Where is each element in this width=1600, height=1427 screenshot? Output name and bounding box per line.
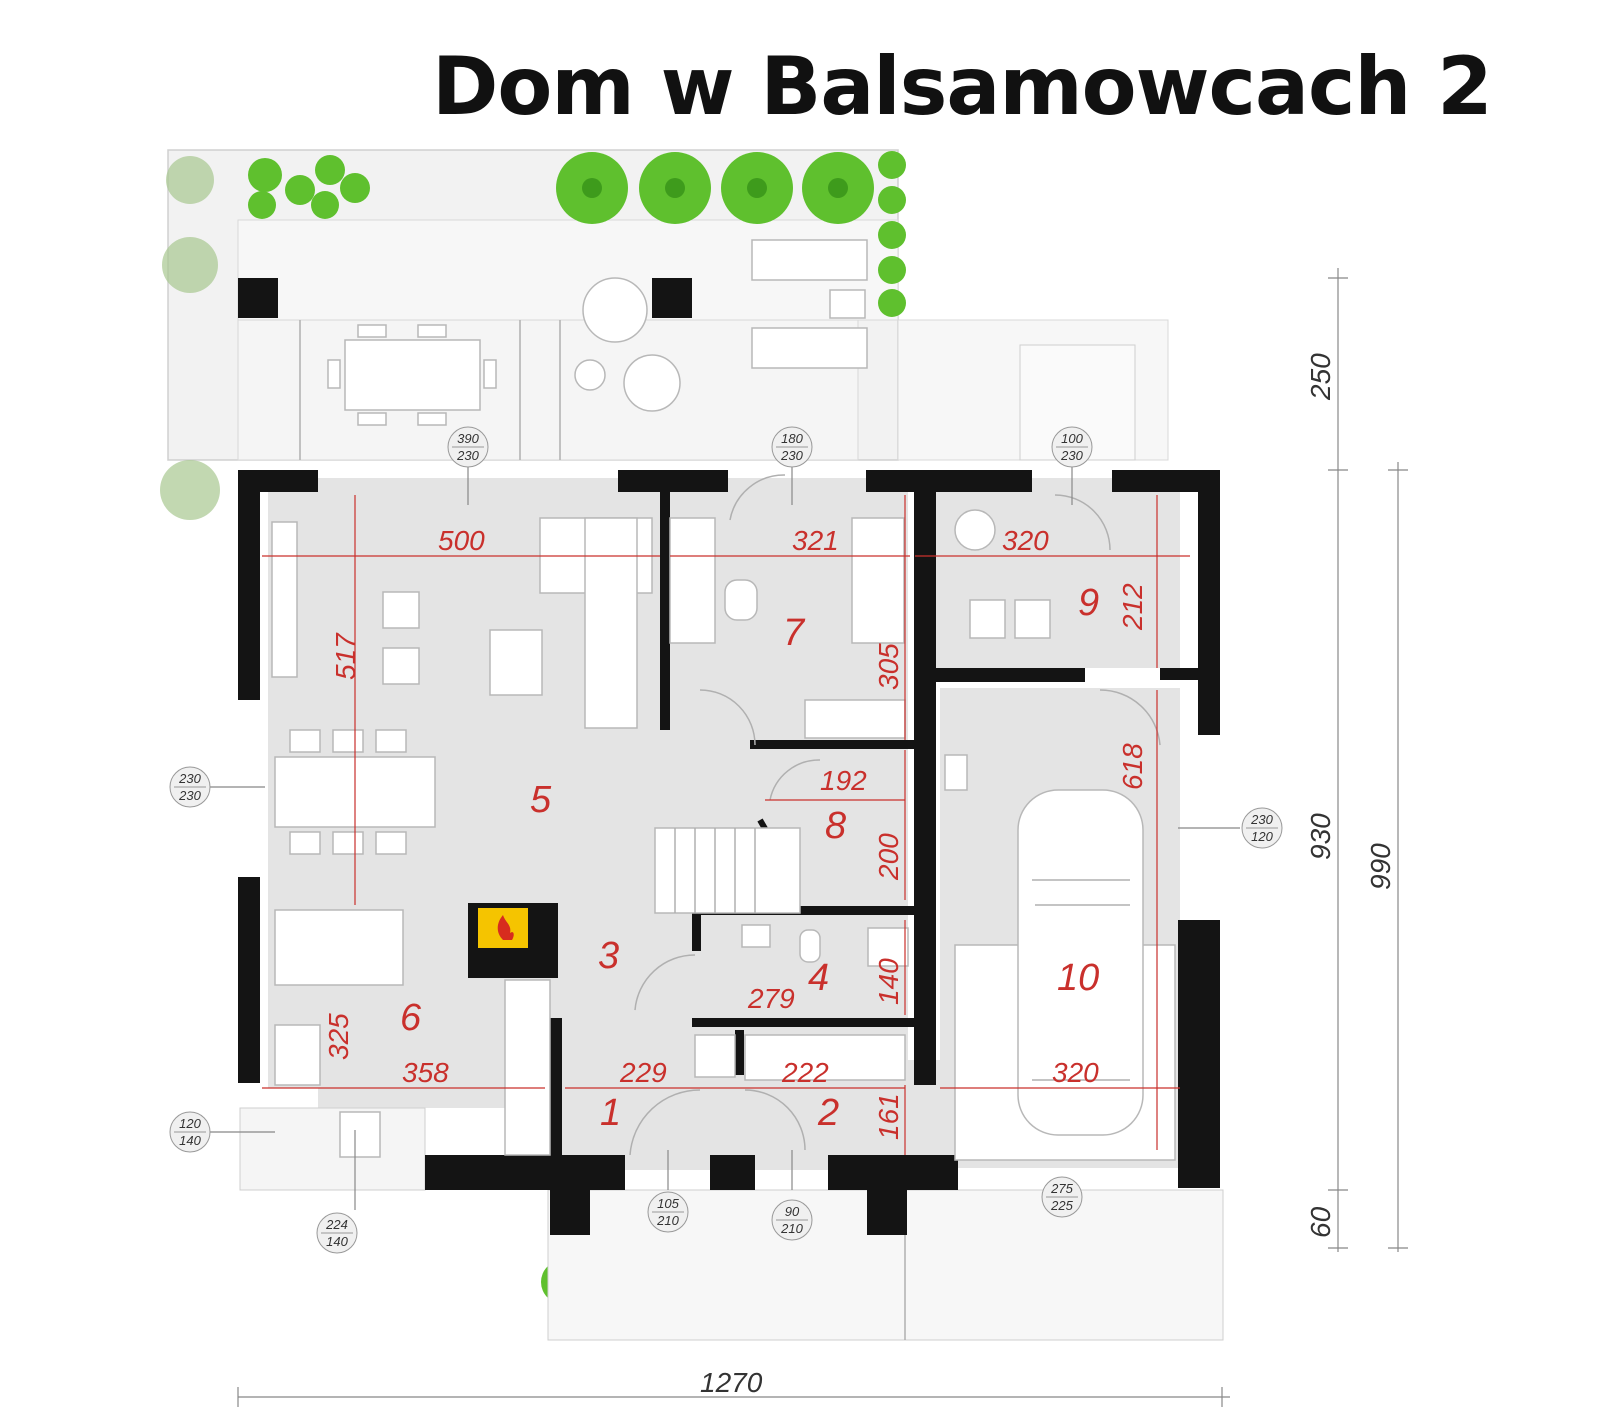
- hedge-icon: [166, 156, 214, 204]
- plant-icon: [248, 191, 276, 219]
- opening-marker: 275 225: [1041, 1176, 1083, 1218]
- hedge-icon: [162, 237, 218, 293]
- plan-title: Dom w Balsamowcach 2: [432, 40, 1493, 133]
- dim-wardrobe-width: 222: [781, 1057, 829, 1088]
- dim-utility-width: 320: [1002, 525, 1049, 556]
- svg-text:90: 90: [785, 1204, 800, 1219]
- terrace-pillar: [238, 278, 278, 318]
- fire-icon: [497, 915, 514, 940]
- svg-text:120: 120: [1251, 829, 1273, 844]
- room-number-8: 8: [825, 805, 846, 847]
- dim-living-width: 500: [438, 525, 485, 556]
- opening-marker: 90 210: [771, 1199, 813, 1241]
- car-icon: [1017, 789, 1144, 1136]
- svg-text:230: 230: [780, 448, 803, 463]
- shrub-icon: [878, 221, 906, 249]
- dim-stairs-width: 192: [820, 765, 867, 796]
- svg-text:105: 105: [657, 1196, 679, 1211]
- svg-text:100: 100: [1061, 431, 1083, 446]
- svg-text:230: 230: [1250, 812, 1273, 827]
- opening-marker: 390 230: [447, 426, 489, 468]
- dim-kitchen-depth: 325: [323, 1013, 354, 1060]
- svg-text:210: 210: [780, 1221, 803, 1236]
- room-number-10: 10: [1057, 957, 1099, 999]
- plant-icon: [340, 173, 370, 203]
- garden-plants: [160, 151, 910, 1304]
- fireplace: [478, 908, 528, 948]
- room-number-9: 9: [1078, 582, 1099, 624]
- plant-icon: [311, 191, 339, 219]
- dim-terrace-depth: 250: [1305, 353, 1336, 401]
- svg-text:140: 140: [326, 1234, 348, 1249]
- plant-icon: [248, 158, 282, 192]
- svg-text:230: 230: [178, 771, 201, 786]
- dim-vestibule-depth: 161: [873, 1093, 904, 1140]
- room-number-1: 1: [600, 1092, 621, 1134]
- opening-marker: 180 230: [771, 426, 813, 468]
- overall-dimensions: 1270 250 930 990 60: [700, 353, 1396, 1398]
- dimension-lines: [262, 495, 1190, 1155]
- walls: [238, 470, 1220, 1235]
- dim-garage-depth: 618: [1117, 743, 1148, 790]
- svg-text:210: 210: [656, 1213, 679, 1228]
- svg-text:230: 230: [178, 788, 201, 803]
- room-number-5: 5: [530, 779, 552, 821]
- room-number-4: 4: [808, 957, 829, 999]
- dim-bath7-width: 321: [792, 525, 839, 556]
- opening-marker: 100 230: [1051, 426, 1093, 468]
- dim-garage-width: 320: [1052, 1057, 1099, 1088]
- dim-kitchen-width: 358: [402, 1057, 449, 1088]
- dim-utility-depth: 212: [1117, 583, 1148, 631]
- room-dimensions: 500 517 321 305 320 212 618 320 192 200 …: [323, 525, 1148, 1140]
- opening-marker: 230 230: [169, 766, 211, 808]
- shrub-icon: [878, 256, 906, 284]
- dim-stairs-depth: 200: [873, 833, 904, 881]
- svg-text:120: 120: [179, 1116, 201, 1131]
- room-number-3: 3: [598, 935, 619, 977]
- room-number-2: 2: [817, 1092, 839, 1134]
- room-number-6: 6: [400, 997, 422, 1039]
- svg-text:140: 140: [179, 1133, 201, 1148]
- opening-marker: 105 210: [647, 1191, 689, 1233]
- plant-icon: [315, 155, 345, 185]
- dim-wc-width: 279: [747, 983, 795, 1014]
- dim-total-depth: 990: [1365, 843, 1396, 890]
- dim-wc-depth: 140: [873, 958, 904, 1005]
- dim-living-depth: 517: [330, 632, 361, 680]
- dim-bath7-depth: 305: [873, 643, 904, 690]
- room-number-7: 7: [783, 612, 806, 654]
- plant-icon: [285, 175, 315, 205]
- svg-text:390: 390: [457, 431, 479, 446]
- shrub-icon: [878, 289, 906, 317]
- dim-house-depth: 930: [1305, 813, 1336, 860]
- opening-marker: 120 140: [169, 1111, 211, 1153]
- shrub-icon: [878, 151, 906, 179]
- svg-text:225: 225: [1050, 1198, 1073, 1213]
- room-numbers: 1 2 3 4 5 6 7 8 9 10: [400, 582, 1099, 1134]
- svg-text:224: 224: [325, 1217, 348, 1232]
- svg-text:230: 230: [456, 448, 479, 463]
- svg-text:180: 180: [781, 431, 803, 446]
- terrace-pillar: [652, 278, 692, 318]
- dim-total-width: 1270: [700, 1367, 763, 1398]
- hedge-icon: [160, 460, 220, 520]
- dim-hall-width: 229: [619, 1057, 667, 1088]
- opening-markers: 390 230 180 230 100 230 230 230 230 120: [169, 426, 1283, 1254]
- dim-entry-depth: 60: [1305, 1206, 1336, 1238]
- door-swings: [629, 474, 1161, 1156]
- svg-text:230: 230: [1060, 448, 1083, 463]
- shrub-icon: [878, 186, 906, 214]
- opening-marker: 230 120: [1241, 807, 1283, 849]
- svg-text:275: 275: [1050, 1181, 1073, 1196]
- opening-marker: 224 140: [316, 1212, 358, 1254]
